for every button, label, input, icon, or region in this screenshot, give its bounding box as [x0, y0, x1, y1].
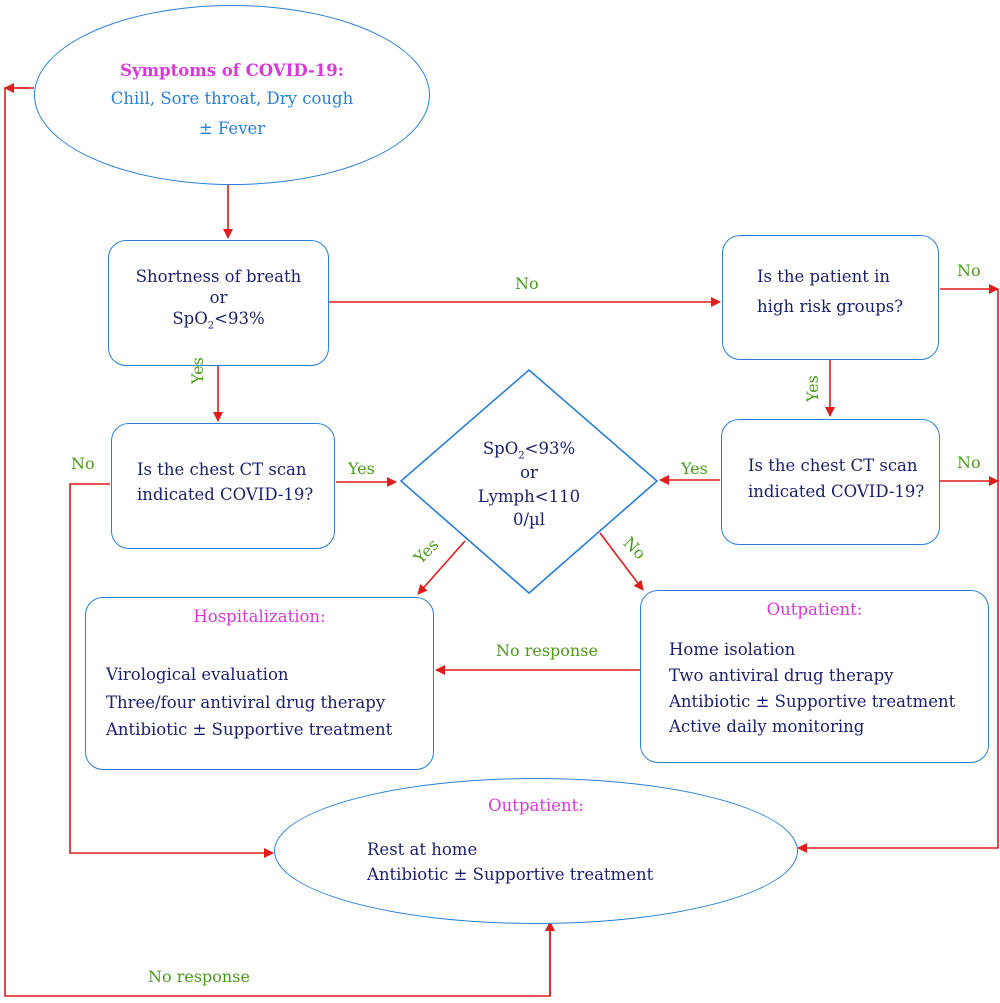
sob-spo2-prefix: SpO — [172, 309, 208, 328]
label-yes-risk-to-ct: Yes — [803, 375, 822, 402]
sob-spo2-sub: 2 — [207, 320, 215, 332]
sob-line2: or — [209, 288, 228, 307]
outpatient-mid-item-1: Two antiviral drug therapy — [669, 666, 894, 685]
label-no-sob-to-risk: No — [515, 274, 539, 293]
ct-left-line2: indicated COVID-19? — [137, 485, 314, 504]
hosp-item-0: Virological evaluation — [106, 665, 289, 684]
outpatient-mid-item-3: Active daily monitoring — [669, 717, 865, 736]
decision-spo2: SpO2<93% — [449, 439, 609, 461]
label-yes-ct-to-decision: Yes — [348, 459, 375, 478]
outpatient-bottom-item-1: Antibiotic ± Supportive treatment — [367, 865, 654, 884]
start-line1: Chill, Sore throat, Dry cough — [110, 89, 354, 108]
decision-spo2-suffix: <93% — [524, 439, 576, 458]
label-yes-sob-to-ct: Yes — [188, 357, 207, 384]
shortness-of-breath-node: Shortness of breath or SpO2<93% — [108, 240, 329, 366]
label-no-response-bottom: No response — [148, 967, 250, 986]
arrow-ct-left-no-to-bottom — [69, 483, 274, 858]
outpatient-bottom-node: Outpatient: Rest at home Antibiotic ± Su… — [274, 778, 798, 924]
label-no-ct-left: No — [71, 454, 95, 473]
decision-spo2-sub: 2 — [518, 450, 525, 462]
ct-scan-left-node: Is the chest CT scan indicated COVID-19? — [111, 423, 335, 549]
arrow-decision-to-hosp — [417, 540, 466, 595]
sob-line1: Shortness of breath — [135, 267, 302, 286]
ct-right-line2: indicated COVID-19? — [748, 482, 925, 501]
sob-spo2: SpO2<93% — [109, 309, 328, 331]
high-risk-line1: Is the patient in — [757, 267, 890, 286]
arrow-rail-to-bottom — [797, 289, 999, 853]
hosp-item-1: Three/four antiviral drug therapy — [106, 693, 386, 712]
start-symptoms-node: Symptoms of COVID-19: Chill, Sore throat… — [34, 5, 430, 185]
outpatient-mid-item-0: Home isolation — [669, 640, 796, 659]
outpatient-bottom-item-0: Rest at home — [367, 840, 478, 859]
outpatient-mid-node: Outpatient: Home isolation Two antiviral… — [640, 590, 989, 763]
ct-left-line1: Is the chest CT scan — [137, 460, 307, 479]
outpatient-mid-title: Outpatient: — [766, 600, 863, 619]
decision-line2: or — [520, 463, 538, 482]
outpatient-mid-item-2: Antibiotic ± Supportive treatment — [669, 692, 956, 711]
high-risk-line2: high risk groups? — [757, 297, 904, 316]
hospitalization-node: Hospitalization: Virological evaluation … — [85, 597, 434, 770]
ct-right-line1: Is the chest CT scan — [748, 456, 918, 475]
decision-line3: Lymph<110 — [477, 487, 581, 506]
decision-line4: 0/µl — [512, 510, 546, 529]
label-yes-ct-right-to-decision: Yes — [681, 459, 708, 478]
ct-scan-right-node: Is the chest CT scan indicated COVID-19? — [721, 419, 940, 545]
hosp-title: Hospitalization: — [193, 607, 326, 626]
sob-spo2-suffix: <93% — [214, 309, 265, 328]
start-line2: ± Fever — [198, 119, 266, 138]
decision-diamond — [399, 368, 659, 595]
decision-spo2-prefix: SpO — [482, 439, 519, 458]
high-risk-node: Is the patient in high risk groups? — [722, 235, 939, 360]
hosp-item-2: Antibiotic ± Supportive treatment — [106, 720, 393, 739]
label-no-response-mid: No response — [496, 641, 598, 660]
label-no-risk: No — [957, 261, 981, 280]
outpatient-bottom-title: Outpatient: — [488, 796, 584, 815]
start-title: Symptoms of COVID-19: — [120, 61, 344, 80]
arrow-decision-to-outpatient — [599, 532, 644, 591]
label-no-ct-right: No — [957, 453, 981, 472]
